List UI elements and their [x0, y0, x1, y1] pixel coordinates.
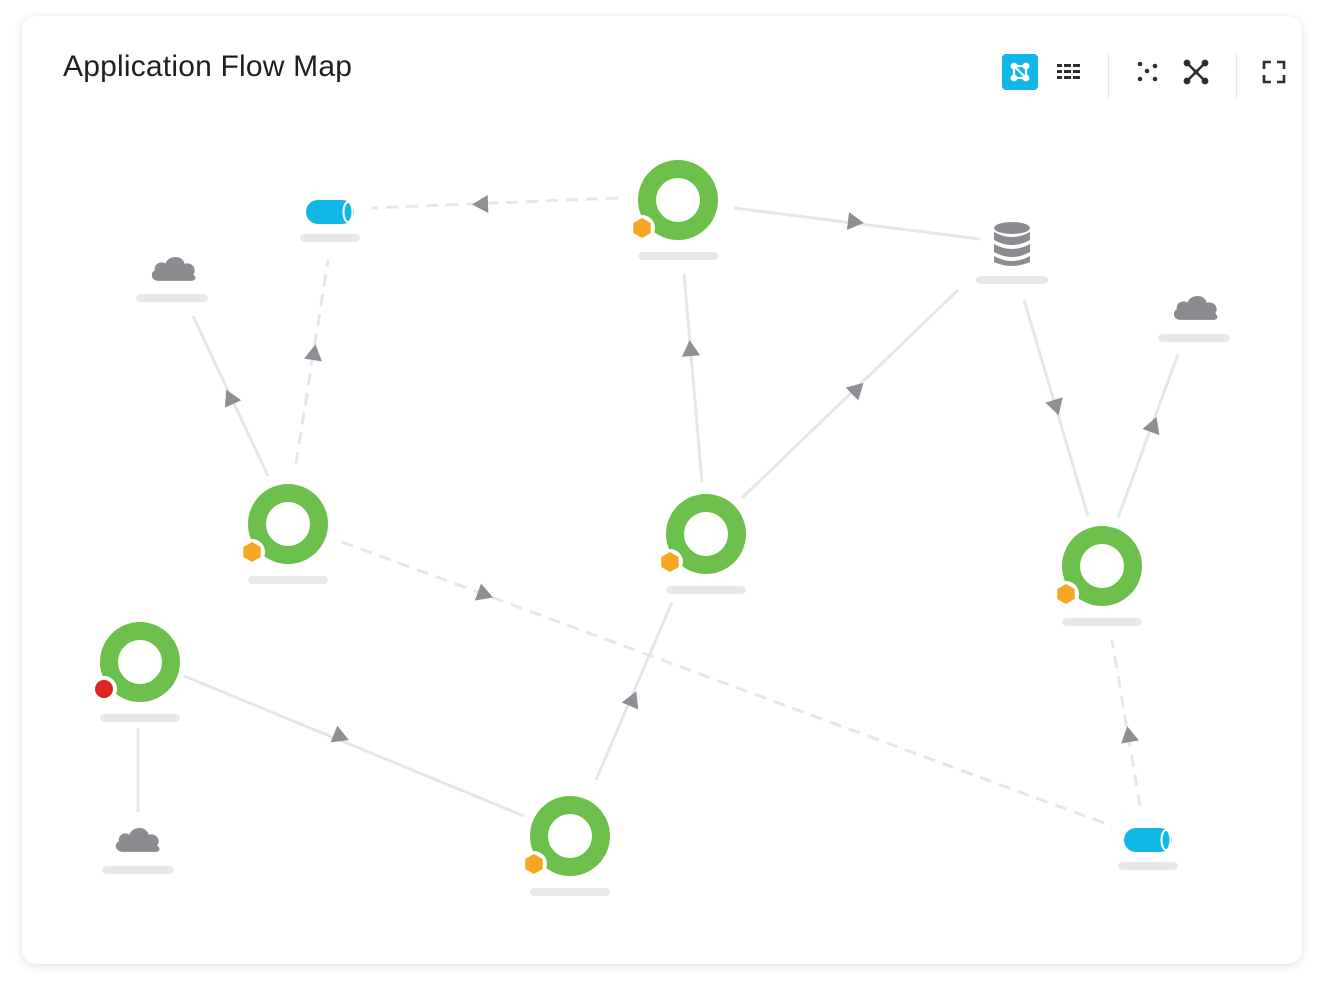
cloud-node-cloud-left[interactable] — [151, 256, 196, 281]
node-label-placeholder — [102, 866, 174, 874]
flow-map-icon — [1010, 62, 1030, 82]
app-node-app-bottom-left[interactable] — [91, 622, 180, 702]
warning-hexagon-icon — [661, 552, 679, 572]
edges — [136, 196, 1180, 828]
arrow-head — [1121, 726, 1139, 744]
scatter-layout-icon — [1137, 61, 1158, 82]
node-labels — [100, 234, 1230, 896]
node-label-placeholder — [1118, 862, 1178, 870]
node-label-placeholder — [248, 576, 328, 584]
arrow-head — [224, 389, 242, 408]
queue-icon — [1124, 828, 1172, 852]
app-node-app-bottom[interactable] — [521, 796, 610, 877]
edge-app-center-db[interactable] — [740, 288, 960, 500]
flow-map-card: Application Flow Map — [22, 16, 1302, 964]
warning-hexagon-icon — [243, 542, 261, 562]
arrow-head — [304, 344, 322, 362]
node-label-placeholder — [100, 714, 180, 722]
toolbar-divider — [1108, 52, 1109, 98]
node-label-placeholder — [638, 252, 718, 260]
app-node-app-right[interactable] — [1053, 526, 1142, 607]
hub-layout-button[interactable] — [1178, 54, 1214, 90]
page-title: Application Flow Map — [63, 50, 353, 83]
arrow-head — [474, 583, 494, 601]
edge-app-bottom-left-app-bottom[interactable] — [183, 674, 525, 818]
database-icon — [994, 222, 1030, 266]
cloud-node-cloud-bottom[interactable] — [115, 827, 160, 852]
toolbar — [1002, 52, 1302, 98]
flow-view-button[interactable] — [1002, 54, 1038, 90]
warning-hexagon-icon — [633, 218, 651, 238]
edge-app-right-cloud-right[interactable] — [1116, 353, 1180, 519]
app-node-app-left[interactable] — [239, 484, 328, 565]
cloud-node-cloud-right[interactable] — [1173, 295, 1218, 320]
cloud-icon — [115, 827, 160, 852]
warning-hexagon-icon — [525, 854, 543, 874]
arrow-head — [682, 340, 700, 357]
node-label-placeholder — [1062, 618, 1142, 626]
hub-layout-icon — [1183, 59, 1209, 85]
arrow-head — [845, 382, 864, 401]
warning-hexagon-icon — [1057, 584, 1075, 604]
edge-app-left-queue-bottom[interactable] — [341, 540, 1113, 828]
node-label-placeholder — [1158, 334, 1230, 342]
critical-status-icon — [95, 680, 113, 698]
queue-node-queue-bottom[interactable] — [1124, 828, 1172, 852]
node-label-placeholder — [976, 276, 1048, 284]
edge-app-bottom-app-center[interactable] — [594, 601, 674, 781]
flow-map-canvas — [91, 160, 1230, 896]
database-node[interactable] — [994, 222, 1030, 266]
fullscreen-icon — [1262, 60, 1286, 84]
fullscreen-button[interactable] — [1256, 54, 1292, 90]
edge-app-center-app-top[interactable] — [682, 273, 704, 483]
arrow-head — [846, 212, 864, 230]
arrow-head — [1045, 397, 1063, 416]
node-label-placeholder — [666, 586, 746, 594]
arrow-head — [621, 691, 639, 710]
arrow-head — [330, 725, 349, 743]
arrows — [224, 195, 1160, 744]
toolbar-divider — [1236, 52, 1237, 98]
app-node-app-center[interactable] — [657, 494, 746, 575]
queue-icon — [306, 200, 354, 224]
arrow-head — [472, 195, 489, 213]
grid-icon — [1057, 64, 1080, 79]
node-label-placeholder — [530, 888, 610, 896]
edge-queue-bottom-app-right[interactable] — [1110, 639, 1142, 807]
queue-node-queue-top[interactable] — [306, 200, 354, 224]
grid-view-button[interactable] — [1050, 54, 1086, 90]
edge-app-top-queue-top[interactable] — [371, 196, 619, 210]
scatter-layout-button[interactable] — [1130, 54, 1166, 90]
arrow-head — [1142, 416, 1160, 436]
app-node-app-top[interactable] — [629, 160, 718, 241]
node-label-placeholder — [136, 294, 208, 302]
cloud-icon — [1173, 295, 1218, 320]
cloud-icon — [151, 256, 196, 281]
node-label-placeholder — [300, 234, 360, 242]
edge-app-left-queue-top[interactable] — [294, 259, 330, 465]
